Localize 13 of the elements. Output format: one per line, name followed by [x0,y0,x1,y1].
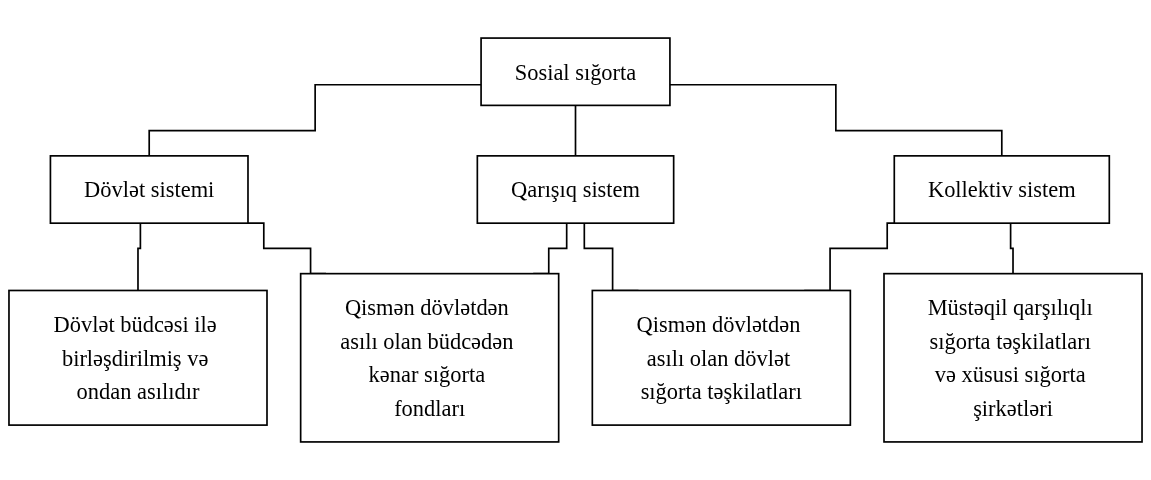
node-box: Müstəqil qarşılıqlı sığorta təşkilatları və xüsusi sığorta şirkətləri [883,272,1143,443]
node-box: Qarışıq sistem [476,155,675,224]
node-box: Dövlət büdcəsi ilə birləşdirilmiş və ondan asılıdır [8,289,268,426]
connector [137,222,144,292]
node-box: Kollektiv sistem [893,155,1111,224]
node-box: Dövlət sistemi [49,155,249,224]
node-box: Sosial sığorta [480,37,671,107]
connector [574,104,577,157]
connector [669,83,1003,157]
node-box: Qismən dövlətdən asılı olan dövlət sığorta təşkilatları [591,289,852,426]
connector [1007,222,1014,275]
connector [148,83,482,157]
node-box: Qismən dövlətdən asılı olan büdcədən kənar sığorta fondları [299,272,560,443]
